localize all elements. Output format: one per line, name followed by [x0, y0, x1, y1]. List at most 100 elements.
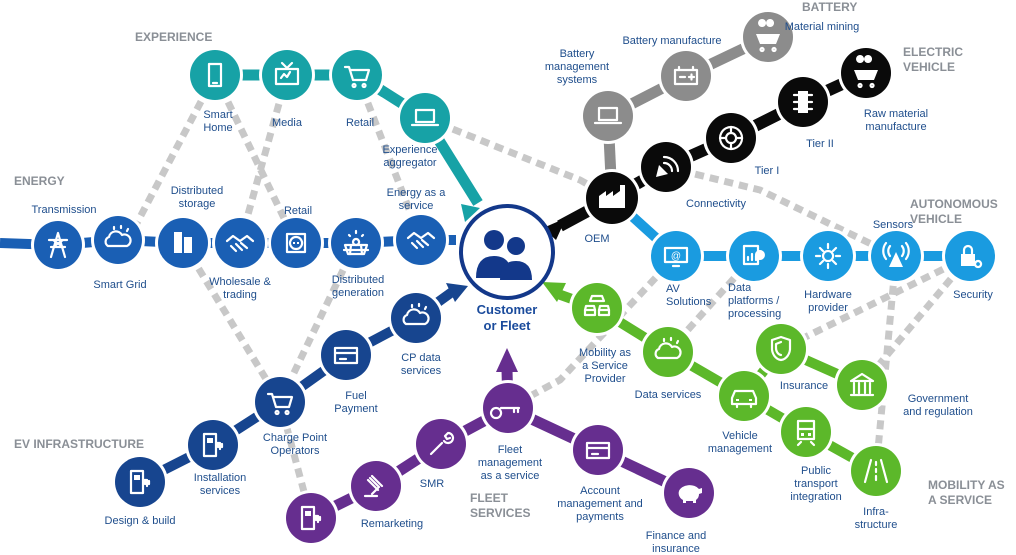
node-public-transport[interactable]	[778, 404, 834, 460]
node-design-build[interactable]	[112, 454, 168, 510]
group-experience: EXPERIENCE	[135, 30, 212, 44]
label-account-mgmt-2: payments	[576, 511, 624, 523]
node-sensors[interactable]	[868, 228, 924, 284]
node-retail-energy[interactable]	[268, 215, 324, 271]
label-av-solutions-0: AV	[666, 283, 681, 295]
label-installation-0: Installation	[194, 472, 247, 484]
label-infrastructure-1: structure	[855, 519, 898, 531]
node-battery-manufacture[interactable]	[658, 48, 714, 104]
monitor-icon: @	[663, 246, 689, 268]
node-charge-point-ops[interactable]	[252, 374, 308, 430]
label-battery-mgmt-1: management	[545, 61, 609, 73]
node-cp-data[interactable]	[388, 290, 444, 346]
label-infrastructure-0: Infra-	[863, 506, 889, 518]
label-account-mgmt-0: Account	[580, 485, 620, 497]
pylon-icon	[47, 231, 69, 259]
label-finance-0: Finance and	[646, 530, 707, 542]
label-data-platforms-0: Data	[728, 282, 752, 294]
node-smr[interactable]	[413, 416, 469, 472]
node-battery-mgmt[interactable]	[580, 88, 636, 144]
battery-icon	[673, 65, 699, 86]
smartphone-icon	[207, 62, 223, 88]
label-fleet-management-0: Fleet	[498, 444, 522, 456]
group-autonomous-line1: AUTONOMOUS	[910, 197, 998, 211]
node-account-mgmt[interactable]	[570, 422, 626, 478]
shield-icon	[770, 335, 792, 362]
dashed-link-1	[211, 73, 300, 245]
label-smr-0: SMR	[420, 478, 445, 490]
node-media[interactable]	[259, 47, 315, 103]
node-government[interactable]	[834, 357, 890, 413]
label-retail-exp-0: Retail	[346, 117, 374, 129]
label-data-platforms-2: processing	[728, 308, 781, 320]
node-distributed-generation[interactable]	[328, 215, 384, 271]
node-finance[interactable]	[661, 465, 717, 521]
node-hardware-provider[interactable]	[800, 228, 856, 284]
group-fleet-line1: FLEET	[470, 491, 509, 505]
node-maas-provider[interactable]	[569, 280, 625, 336]
node-security[interactable]	[942, 228, 998, 284]
node-retail-exp[interactable]	[329, 47, 385, 103]
node-material-mining[interactable]	[740, 9, 796, 65]
piggybank-icon	[678, 485, 702, 503]
card-icon	[585, 441, 611, 460]
gavel-icon	[363, 474, 384, 498]
node-smart-grid[interactable]	[91, 213, 145, 267]
storage-icon	[174, 232, 192, 253]
label-distributed-storage-1: storage	[179, 198, 216, 210]
group-energy: ENERGY	[14, 174, 65, 188]
node-smart-home[interactable]	[187, 47, 243, 103]
node-tier-ii[interactable]	[775, 74, 831, 130]
group-electric-line2: VEHICLE	[903, 60, 955, 74]
node-insurance[interactable]	[753, 321, 809, 377]
node-remarketing[interactable]	[348, 458, 404, 514]
label-raw-material-1: manufacture	[865, 121, 926, 133]
node-transmission[interactable]	[31, 218, 85, 272]
charger-icon	[129, 469, 151, 495]
dashed-link-12	[872, 255, 900, 472]
group-battery: BATTERY	[802, 0, 857, 14]
lock-icon	[961, 244, 983, 269]
node-data-services[interactable]	[640, 324, 696, 380]
label-insurance-0: Insurance	[780, 380, 828, 392]
wheel-icon	[718, 125, 744, 151]
label-fuel-payment-0: Fuel	[345, 390, 366, 402]
group-ev-infra: EV INFRASTRUCTURE	[14, 437, 144, 451]
node-installation[interactable]	[185, 417, 241, 473]
customer-node[interactable]: Customer or Fleet	[459, 204, 555, 333]
node-infrastructure[interactable]	[848, 443, 904, 499]
group-fleet-line2: SERVICES	[470, 506, 530, 520]
label-public-transport-0: Public	[801, 465, 831, 477]
label-public-transport-1: transport	[794, 478, 837, 490]
node-experience-aggregator[interactable]	[397, 90, 453, 146]
node-ev-charger-fleet[interactable]	[283, 490, 339, 546]
node-tier-i[interactable]	[703, 110, 759, 166]
handshake-icon	[225, 234, 255, 253]
label-energy-as-service-1: service	[399, 200, 434, 212]
minecart-icon	[854, 55, 878, 89]
label-retail-energy-0: Retail	[284, 205, 312, 217]
label-distributed-generation-1: generation	[332, 287, 384, 299]
node-data-platforms[interactable]	[726, 228, 782, 284]
node-connectivity[interactable]	[638, 139, 694, 195]
node-energy-as-service[interactable]	[393, 212, 449, 268]
node-vehicle-mgmt[interactable]	[716, 368, 772, 424]
label-government-0: Government	[908, 393, 969, 405]
label-av-solutions-1: Solutions	[666, 296, 712, 308]
oem-arrow	[543, 218, 566, 240]
dashed-link-9	[506, 253, 679, 412]
node-oem[interactable]	[583, 169, 641, 227]
road-icon	[863, 458, 889, 484]
label-fleet-management-2: as a service	[481, 470, 540, 482]
label-smart-home-1: Home	[203, 122, 232, 134]
node-fuel-payment[interactable]	[318, 327, 374, 383]
node-raw-material[interactable]	[838, 45, 894, 101]
label-maas-provider-0: Mobility as	[579, 347, 631, 359]
node-distributed-storage[interactable]	[155, 215, 211, 271]
node-wholesale[interactable]	[212, 215, 268, 271]
tv-icon	[274, 61, 300, 86]
antenna-icon	[882, 241, 910, 267]
node-fleet-management[interactable]	[480, 380, 536, 436]
node-av-solutions[interactable]: @	[648, 228, 704, 284]
